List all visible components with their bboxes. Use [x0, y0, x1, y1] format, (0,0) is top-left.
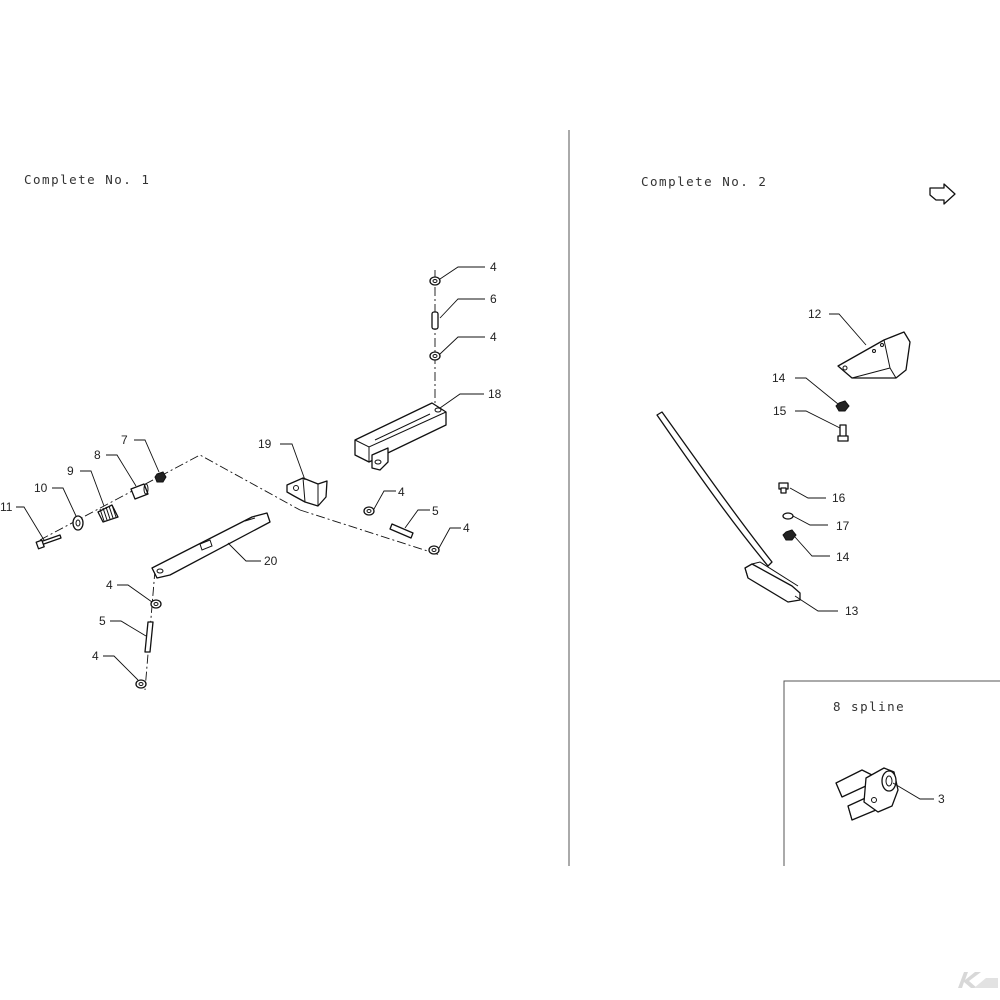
callouts-assembly-1: 4 6 4 18 19 7 8 9 10 11 20 4 5 4 4 5 4 — [0, 260, 502, 681]
part-4-washer-mid — [429, 351, 441, 361]
part-14-nut-lower — [782, 529, 797, 541]
part-5-pin-right — [389, 523, 414, 539]
callout-17: 17 — [836, 519, 850, 533]
callout-7: 7 — [121, 433, 128, 447]
section-label-complete-2: Complete No. 2 — [641, 174, 767, 189]
callout-18: 18 — [488, 387, 502, 401]
part-15-bolt — [837, 424, 849, 442]
callout-4: 4 — [490, 260, 497, 274]
callout-6: 6 — [490, 292, 497, 306]
part-4-washer-right-2 — [428, 545, 440, 555]
part-4-washer-lever-top — [150, 599, 162, 609]
spline-frame — [783, 680, 1000, 866]
callout-12: 12 — [808, 307, 822, 321]
part-17-washer — [782, 512, 794, 520]
part-10-washer — [72, 515, 84, 531]
section-label-complete-1: Complete No. 1 — [24, 172, 150, 187]
callout-8: 8 — [94, 448, 101, 462]
assembly-1-centerlines — [39, 270, 441, 691]
callout-4: 4 — [463, 521, 470, 535]
callout-4: 4 — [106, 578, 113, 592]
callout-14: 14 — [836, 550, 850, 564]
part-7-nut — [154, 471, 167, 483]
callout-9: 9 — [67, 464, 74, 478]
part-11-bolt — [35, 534, 62, 550]
callout-11: 11 — [0, 500, 13, 514]
callout-16: 16 — [832, 491, 846, 505]
direction-arrow-icon — [929, 183, 956, 205]
callout-4: 4 — [92, 649, 99, 663]
section-label-spline: 8 spline — [833, 699, 905, 714]
part-12-bracket — [837, 331, 911, 379]
callout-10: 10 — [34, 481, 48, 495]
callout-13: 13 — [845, 604, 859, 618]
callout-20: 20 — [264, 554, 278, 568]
callout-14: 14 — [772, 371, 786, 385]
part-4-washer-right-1 — [363, 506, 375, 516]
part-8-sleeve — [130, 483, 149, 500]
callout-15: 15 — [773, 404, 787, 418]
part-4-washer-top — [429, 276, 441, 286]
callouts-spline: 3 — [892, 782, 945, 806]
part-19-bracket — [286, 477, 328, 507]
part-16-bolt — [778, 482, 789, 494]
part-9-spring — [97, 504, 119, 523]
part-6-pin — [431, 311, 439, 330]
part-4-washer-lever-bottom — [135, 679, 147, 689]
callout-5: 5 — [432, 504, 439, 518]
part-5-pin-lever — [144, 621, 154, 653]
part-18-bracket — [354, 402, 447, 471]
part-20-lever — [151, 512, 271, 579]
callouts-assembly-2: 12 14 15 16 17 14 13 — [772, 307, 867, 618]
brand-logo-icon — [958, 972, 998, 988]
part-13-spring-arm — [656, 411, 801, 603]
callout-4: 4 — [398, 485, 405, 499]
callout-4: 4 — [490, 330, 497, 344]
part-3-spline-yoke — [835, 767, 899, 821]
part-14-nut-upper — [835, 400, 850, 412]
callout-19: 19 — [258, 437, 272, 451]
callout-3: 3 — [938, 792, 945, 806]
callout-5: 5 — [99, 614, 106, 628]
